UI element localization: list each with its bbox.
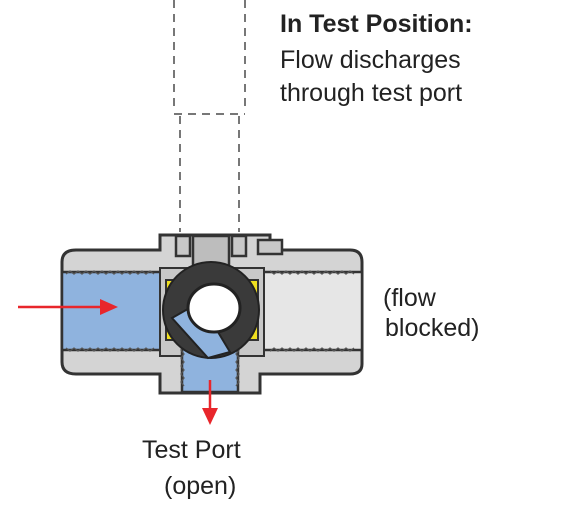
inlet-arrow-icon: [18, 299, 118, 315]
outlet-note-line1: (flow: [383, 284, 436, 312]
position-description-line1: Flow discharges: [280, 46, 461, 74]
test-port-state: (open): [164, 472, 237, 500]
discharge-arrow-icon: [202, 380, 218, 425]
position-description-line2: through test port: [280, 79, 463, 107]
test-port-label: Test Port: [142, 436, 241, 464]
handle-dashed-outline: [173, 0, 246, 232]
position-title: In Test Position:: [280, 10, 473, 38]
outlet-port: [260, 270, 364, 352]
ball-valve: [162, 261, 260, 360]
outlet-note-line2: blocked): [385, 314, 480, 342]
inlet-port: [60, 270, 166, 352]
